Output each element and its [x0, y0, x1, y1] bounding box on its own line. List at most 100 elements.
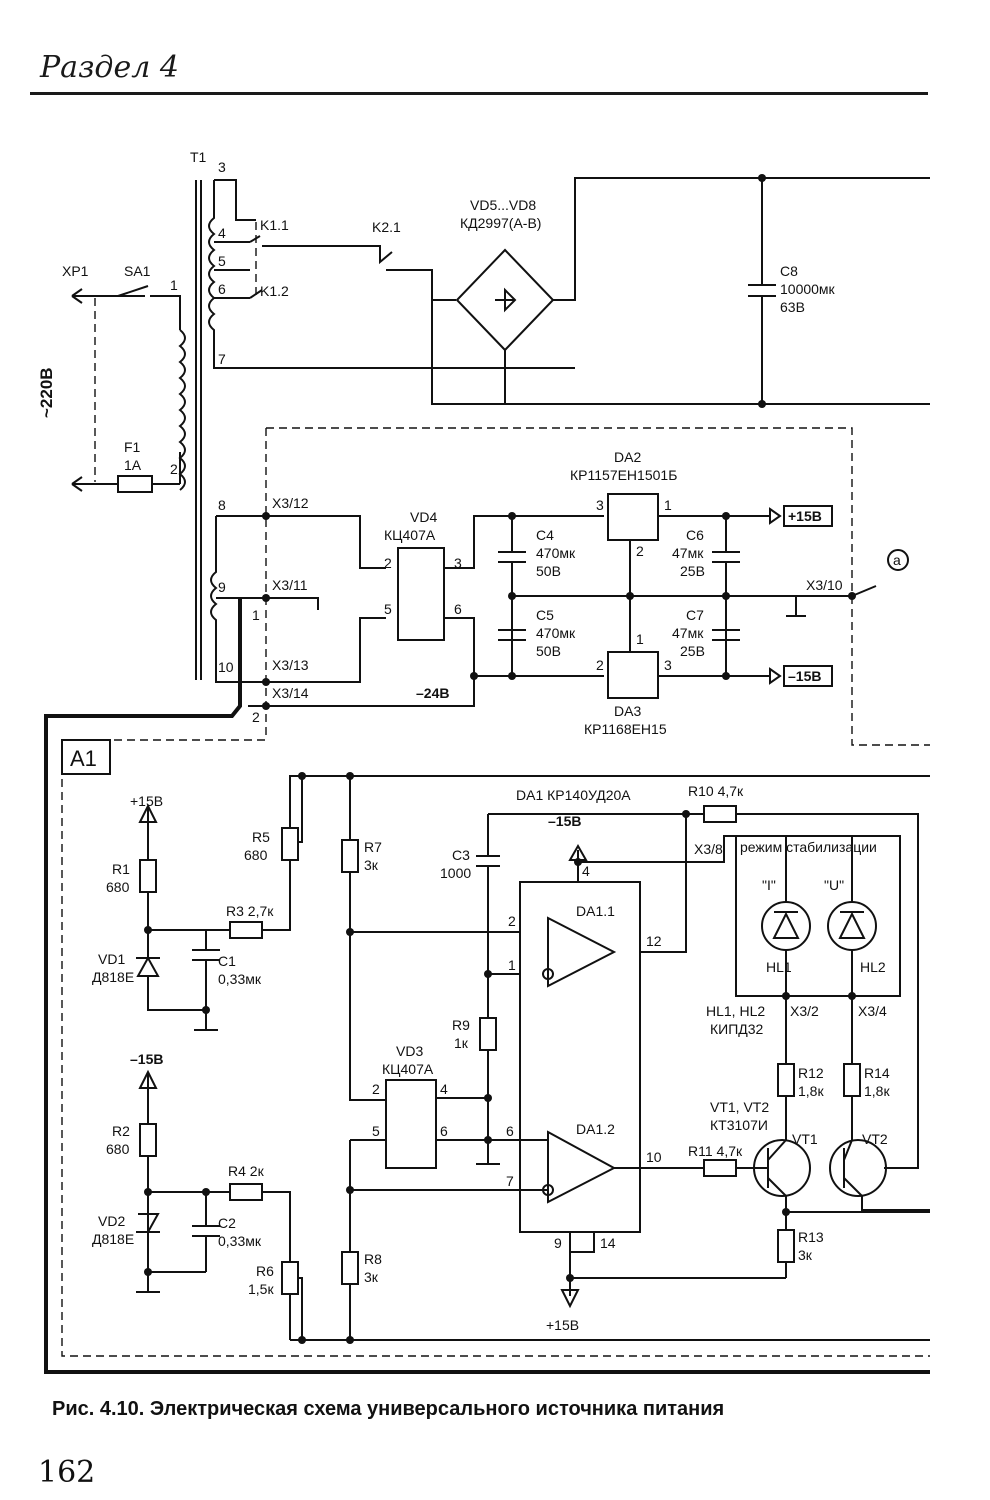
label-vd5-vd8: VD5...VD8	[470, 197, 536, 213]
pin-number: 4	[218, 225, 226, 241]
label-r9-value: 1к	[454, 1035, 469, 1051]
label-da2-type: КР1157ЕН1501Б	[570, 467, 677, 483]
transformer-primary	[178, 180, 202, 680]
label-c7-capacitance: 47мк	[672, 625, 704, 641]
label-r14: R14	[864, 1065, 890, 1081]
label-r13-value: 3к	[798, 1247, 813, 1263]
pin-number: 3	[218, 159, 226, 175]
mains-input	[71, 285, 181, 493]
pin-number: 2	[636, 543, 644, 559]
pin-number: 3	[664, 657, 672, 673]
label-x3-8: X3/8	[694, 841, 723, 857]
pin-number: 1	[636, 631, 644, 647]
label-r14-value: 1,8к	[864, 1083, 890, 1099]
label-r12-value: 1,8к	[798, 1083, 824, 1099]
label-c7-voltage: 25В	[680, 643, 705, 659]
label-c4: C4	[536, 527, 554, 543]
label-c6-voltage: 25В	[680, 563, 705, 579]
label-vd5-vd8-type: КД2997(А-В)	[460, 215, 541, 231]
pin-number: 10	[218, 659, 234, 675]
pin-number: 3	[596, 497, 604, 513]
label-x3-12: X3/12	[272, 495, 309, 511]
label-r12: R12	[798, 1065, 824, 1081]
pin-number: 14	[600, 1235, 616, 1251]
page-number: 162	[38, 1455, 96, 1490]
label-c3: C3	[452, 847, 470, 863]
label-c6-capacitance: 47мк	[672, 545, 704, 561]
pin-number: 2	[372, 1081, 380, 1097]
pin-number: 6	[440, 1123, 448, 1139]
label-hl-type: HL1, HL2	[706, 1003, 765, 1019]
pin-number: 7	[506, 1173, 514, 1189]
pin-number: 9	[218, 579, 226, 595]
label-vd1: VD1	[98, 951, 125, 967]
label-x3-2: X3/2	[790, 1003, 819, 1019]
pin-number: 5	[372, 1123, 380, 1139]
label-f1: F1	[124, 439, 141, 455]
label-vd3-type: КЦ407А	[382, 1061, 434, 1077]
label-da12: DA1.2	[576, 1121, 615, 1137]
transformer-secondary	[208, 179, 930, 405]
label-vt2: VT2	[862, 1131, 888, 1147]
label-r9: R9	[452, 1017, 470, 1033]
label-r5: R5	[252, 829, 270, 845]
label-x3-11: X3/11	[272, 577, 308, 593]
label-vd2: VD2	[98, 1213, 125, 1229]
label-vd1-type: Д818Е	[92, 969, 134, 985]
pin-number: 4	[440, 1081, 448, 1097]
label-r11: R11 4,7к	[688, 1143, 743, 1159]
label-c4-voltage: 50В	[536, 563, 561, 579]
label-da3: DA3	[614, 703, 641, 719]
section-header: Раздел 4	[40, 50, 179, 85]
label-xp1: XP1	[62, 263, 89, 279]
pin-number: 6	[454, 601, 462, 617]
pin-number: 7	[218, 351, 226, 367]
label-c8-voltage: 63В	[780, 299, 805, 315]
label-r3: R3 2,7к	[226, 903, 274, 919]
label-da3-type: КР1168ЕН15	[584, 721, 667, 737]
label-minus15-out: –15В	[788, 668, 821, 684]
label-plus15-out: +15В	[788, 508, 822, 524]
pin-number: 5	[218, 253, 226, 269]
pin-number: 2	[252, 709, 260, 725]
aux-supply	[210, 427, 930, 746]
pin-number: 9	[554, 1235, 562, 1251]
label-c2-value: 0,33мк	[218, 1233, 262, 1249]
label-vd4: VD4	[410, 509, 437, 525]
label-c4-capacitance: 470мк	[536, 545, 576, 561]
label-r4: R4 2к	[228, 1163, 265, 1179]
label-r8-value: 3к	[364, 1269, 379, 1285]
label-minus15-r2: –15В	[130, 1051, 163, 1067]
label-da2: DA2	[614, 449, 641, 465]
label-c8-capacitance: 10000мк	[780, 281, 836, 297]
pin-numbers: 3 4 5 6 7 8 9 10 1 2 1 2 3 1 2 1 3 2 3 2…	[170, 159, 672, 1251]
label-x3-10: X3/10	[806, 577, 843, 593]
label-f1-value: 1A	[124, 457, 142, 473]
label-plus15-da1: +15В	[546, 1317, 579, 1333]
pin-number: 6	[506, 1123, 514, 1139]
label-led-i: "I"	[762, 877, 776, 893]
pin-number: 6	[218, 281, 226, 297]
label-r2-value: 680	[106, 1141, 130, 1157]
label-hl1: HL1	[766, 959, 792, 975]
label-hl2: HL2	[860, 959, 886, 975]
label-c1-value: 0,33мк	[218, 971, 262, 987]
label-c6: C6	[686, 527, 704, 543]
label-c1: C1	[218, 953, 236, 969]
pin-number: 5	[384, 601, 392, 617]
label-c8: C8	[780, 263, 798, 279]
label-r2: R2	[112, 1123, 130, 1139]
pin-number: 1	[664, 497, 672, 513]
label-hl-type2: КИПД32	[710, 1021, 764, 1037]
label-k21: K2.1	[372, 219, 401, 235]
label-k11: K1.1	[260, 217, 289, 233]
label-minus15-da1: –15В	[548, 813, 581, 829]
label-c7: C7	[686, 607, 704, 623]
label-c2: C2	[218, 1215, 236, 1231]
pin-number: 1	[252, 607, 260, 623]
pin-number: 1	[170, 277, 178, 293]
label-vt-type: VT1, VT2	[710, 1099, 769, 1115]
a1-board	[44, 598, 930, 1374]
